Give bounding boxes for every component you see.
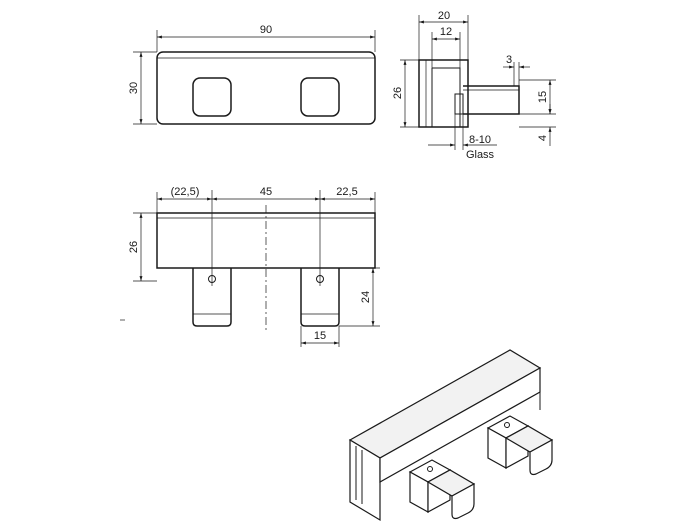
side-view: 20 12 26 3 15 4 8-10 Glass [392, 10, 556, 161]
bottom-left-label: (22,5) [171, 186, 200, 198]
side-pin-offset-label: 3 [506, 54, 512, 66]
front-body [156, 51, 376, 125]
isometric-view [348, 349, 554, 522]
side-overall-label: 20 [438, 10, 450, 22]
side-height-label: 26 [392, 87, 404, 99]
left-leg [192, 268, 232, 327]
bottom-view: (22,5) 45 22,5 26 24 15 [120, 186, 380, 347]
leg-height-label: 24 [360, 291, 372, 303]
left-slot [192, 77, 232, 117]
side-pin-height-label: 15 [537, 91, 549, 103]
side-inner-label: 12 [440, 26, 452, 38]
front-width-label: 90 [260, 24, 272, 36]
front-height-label: 30 [128, 82, 140, 94]
side-bottom-label: 4 [537, 135, 549, 141]
right-slot [300, 77, 340, 117]
glass-label: Glass [466, 149, 495, 161]
right-leg [300, 268, 340, 327]
glass-range-label: 8-10 [469, 134, 491, 146]
bottom-right-label: 22,5 [336, 186, 357, 198]
leg-width-label: 15 [314, 330, 326, 342]
bottom-center-label: 45 [260, 186, 272, 198]
bottom-height-label: 26 [128, 241, 140, 253]
front-view: 90 30 [128, 24, 376, 125]
